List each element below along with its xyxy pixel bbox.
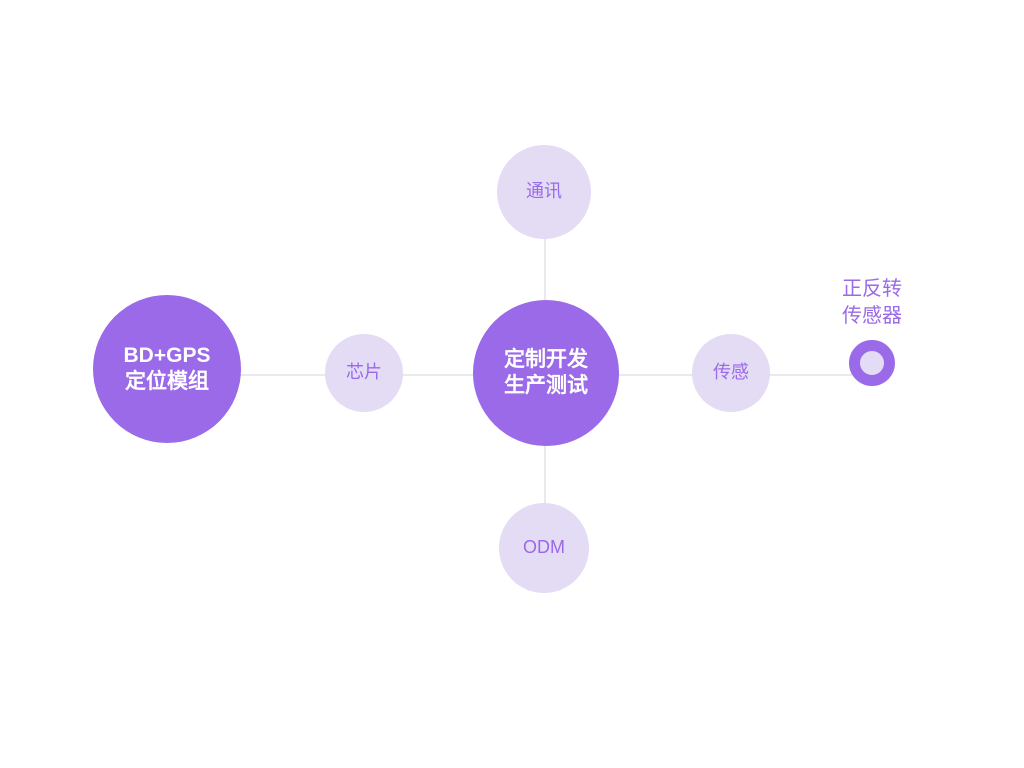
node-sensing-label: 传感	[713, 362, 749, 383]
node-communication[interactable]: 通讯	[497, 145, 591, 239]
node-odm[interactable]: ODM	[499, 503, 589, 593]
node-custom-development-line1: 定制开发	[504, 348, 588, 372]
node-positioning-module-line1: BD+GPS	[123, 344, 211, 368]
connector-positioning-to-chip	[232, 374, 328, 376]
connector-chip-to-custom-dev	[398, 374, 480, 376]
connector-custom-dev-to-odm	[544, 442, 546, 510]
node-custom-development-line2: 生产测试	[504, 374, 588, 397]
node-chip[interactable]: 芯片	[325, 334, 403, 412]
node-odm-label: ODM	[523, 537, 565, 558]
node-positioning-module-line2: 定位模组	[125, 370, 209, 393]
terminal-sensor-label: 正反转 传感器	[842, 278, 902, 327]
ring-icon	[849, 340, 895, 386]
node-custom-development[interactable]: 定制开发 生产测试	[473, 300, 619, 446]
node-chip-label: 芯片	[346, 362, 382, 383]
connector-communication-to-custom-dev	[544, 238, 546, 306]
node-positioning-module[interactable]: BD+GPS 定位模组	[93, 295, 241, 443]
node-sensing[interactable]: 传感	[692, 334, 770, 412]
terminal-sensor-item[interactable]: 正反转 传感器	[806, 276, 938, 386]
node-communication-label: 通讯	[526, 181, 562, 202]
connector-sensing-to-sensor	[766, 374, 852, 376]
connector-custom-dev-to-sensing	[612, 374, 694, 376]
